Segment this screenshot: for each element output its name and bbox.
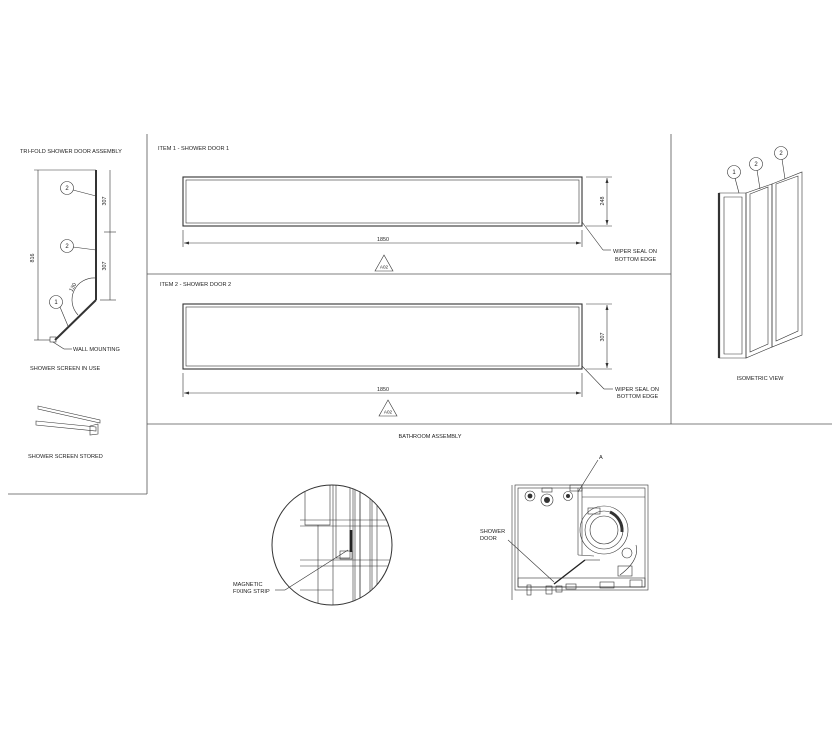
- trifold-assembly: TRI-FOLD SHOWER DOOR ASSEMBLY 816 307 30…: [20, 149, 122, 460]
- bathroom-title: BATHROOM ASSEMBLY: [399, 434, 462, 440]
- svg-text:A02: A02: [384, 410, 393, 415]
- in-use-caption: SHOWER SCREEN IN USE: [30, 366, 101, 372]
- item2-title: ITEM 2 - SHOWER DOOR 2: [160, 282, 231, 288]
- item2-seal-line1: WIPER SEAL ON: [615, 387, 659, 393]
- height-dimension: 816: [30, 254, 36, 263]
- item2-panel-outer: [182, 303, 583, 370]
- item1-panel-outer: [182, 176, 583, 227]
- wall-mounting-label: WALL MOUNTING: [73, 347, 120, 353]
- item1-width-dimension: 1850: [377, 237, 389, 243]
- item1-view-reference: A02: [374, 254, 394, 272]
- item-bubble-lower: 1: [49, 295, 69, 327]
- item1-height-dimension: 248: [600, 197, 606, 206]
- item2-panel-inner: [185, 306, 580, 367]
- svg-text:2: 2: [779, 151, 783, 157]
- upper-panel-dimension: 307: [102, 197, 108, 206]
- bathroom-plan: [511, 484, 649, 600]
- item-bubble-middle: 2: [60, 239, 97, 253]
- fold-angle-arc: [71, 277, 97, 316]
- svg-text:1: 1: [732, 170, 736, 176]
- item2-view-reference: A02: [378, 399, 398, 417]
- sheet-frame: [8, 134, 832, 495]
- isometric-caption: ISOMETRIC VIEW: [737, 376, 785, 382]
- shower-door-label-line1: SHOWER: [480, 529, 505, 535]
- magnetic-label-line2: FIXING STRIP: [233, 589, 270, 595]
- isometric-view: 1 2 2 ISOMETRIC VIEW: [717, 146, 803, 382]
- lower-panel-dimension: 307: [102, 262, 108, 271]
- svg-text:2: 2: [65, 244, 69, 250]
- iso-bubble-left: 1: [727, 165, 741, 194]
- iso-bubble-mid: 2: [749, 157, 763, 190]
- item1-seal-line1: WIPER SEAL ON: [613, 249, 657, 255]
- detail-reference: A: [599, 455, 603, 461]
- svg-text:2: 2: [754, 162, 758, 168]
- item1-panel-inner: [185, 179, 580, 224]
- magnetic-strip-detail: [271, 484, 393, 606]
- item2-width-dimension: 1850: [377, 387, 389, 393]
- svg-text:A02: A02: [380, 265, 389, 270]
- item-bubble-upper: 2: [60, 181, 97, 197]
- magnetic-label-line1: MAGNETIC: [233, 582, 263, 588]
- iso-bubble-right: 2: [774, 146, 788, 180]
- bathroom-assembly: BATHROOM ASSEMBLY: [233, 434, 649, 606]
- shower-door-label-line2: DOOR: [480, 536, 497, 542]
- assembly-title: TRI-FOLD SHOWER DOOR ASSEMBLY: [20, 149, 122, 155]
- stored-caption: SHOWER SCREEN STORED: [28, 454, 103, 460]
- item2-height-dimension: 307: [600, 333, 606, 342]
- item1-shower-door-1: ITEM 1 - SHOWER DOOR 1 1850 248 WIPER SE…: [158, 146, 657, 272]
- fold-angle: 130: [69, 282, 79, 293]
- stored-screen-sketch: [35, 405, 101, 436]
- item1-title: ITEM 1 - SHOWER DOOR 1: [158, 146, 229, 152]
- item2-shower-door-2: ITEM 2 - SHOWER DOOR 2 1850 307 WIPER SE…: [160, 282, 659, 417]
- item2-seal-line2: BOTTOM EDGE: [617, 394, 659, 400]
- item1-seal-line2: BOTTOM EDGE: [615, 257, 657, 263]
- svg-text:2: 2: [65, 186, 69, 192]
- svg-text:1: 1: [54, 300, 58, 306]
